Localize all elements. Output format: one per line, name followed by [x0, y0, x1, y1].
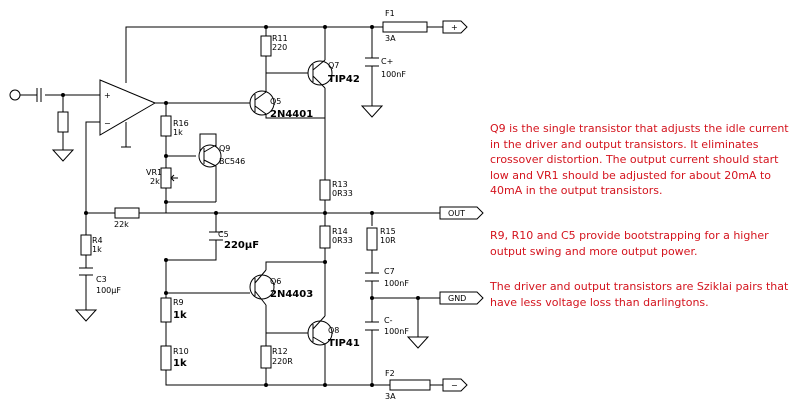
c7-name: C7: [384, 267, 395, 276]
c3-name: C3: [96, 275, 107, 284]
resistor-r4: R4 1k: [80, 234, 103, 256]
note-bootstrap: R9, R10 and C5 provide bootstrapping for…: [490, 229, 769, 258]
ground-symbol: [406, 336, 430, 349]
r11-value: 220: [272, 43, 287, 52]
q5-value: 2N4401: [270, 109, 313, 120]
q6-name: Q6: [270, 277, 281, 286]
transistor-q9: Q9 BC546: [198, 144, 245, 168]
r15-name: R15: [380, 227, 396, 236]
resistor-r10: R10 1k: [160, 345, 189, 371]
q5-name: Q5: [270, 97, 281, 106]
c5-value: 220µF: [224, 240, 259, 251]
r12-name: R12: [272, 347, 288, 356]
transistor-q7: Q7 TIP42: [307, 59, 360, 89]
terminal-negative: −: [442, 378, 468, 392]
vr1-name: VR1: [146, 168, 162, 177]
terminal-gnd-label: GND: [448, 294, 466, 303]
resistor-r13: R13 0R33: [319, 179, 353, 201]
terminal-out: OUT: [439, 206, 484, 220]
note-q9-bias: Q9 is the single transistor that adjusts…: [490, 122, 789, 197]
ground-symbol: [360, 105, 384, 118]
resistor-r15: R15 10R: [366, 227, 396, 251]
terminal-out-label: OUT: [448, 209, 465, 218]
transistor-q6: Q6 2N4403: [249, 269, 313, 306]
r11-name: R11: [272, 34, 288, 43]
transistor-q8: Q8 TIP41: [307, 315, 360, 349]
fuse-f1-name: F1: [385, 9, 395, 18]
fuse-f1: F1 3A: [382, 9, 443, 43]
c3-value: 100µF: [96, 286, 121, 295]
resistor-feedback: 22k: [114, 207, 140, 229]
ground-symbol: [51, 149, 75, 162]
fuse-f2: F2 3A: [385, 369, 443, 401]
transistor-q5: Q5 2N4401: [249, 90, 313, 120]
q7-name: Q7: [328, 61, 339, 70]
opamp-minus-label: −: [104, 119, 111, 128]
capacitor-c3: C3 100µF: [79, 267, 121, 295]
terminal-negative-label: −: [451, 381, 458, 390]
resistor-r11: R11 220: [260, 34, 288, 57]
q8-value: TIP41: [328, 338, 360, 349]
r14-name: R14: [332, 227, 348, 236]
q6-value: 2N4403: [270, 289, 313, 300]
r9-value: 1k: [173, 310, 187, 321]
q9-value: BC546: [219, 157, 245, 166]
input-terminal: [9, 89, 21, 101]
r9-name: R9: [173, 298, 184, 307]
capacitor-c7: C7 100nF: [365, 267, 409, 288]
resistor-r16: R16 1k: [160, 115, 189, 137]
note-sziklai: The driver and output transistors are Sz…: [490, 280, 789, 309]
input-resistor: [57, 111, 69, 133]
r4-name: R4: [92, 236, 103, 245]
cplus-name: C+: [381, 57, 393, 66]
r14-value: 0R33: [332, 236, 353, 245]
q9-name: Q9: [219, 144, 230, 153]
rfb-value: 22k: [114, 220, 129, 229]
r16-value: 1k: [173, 128, 183, 137]
capacitor-cplus: C+ 100nF: [365, 57, 406, 79]
q8-name: Q8: [328, 326, 339, 335]
resistor-r14: R14 0R33: [319, 225, 353, 249]
junctions: [61, 25, 420, 387]
ground-symbol: [74, 309, 98, 322]
vr1-value: 2k: [150, 177, 160, 186]
cplus-value: 100nF: [381, 70, 406, 79]
capacitor-cminus: C- 100nF: [365, 316, 409, 336]
capacitor-c5: C5 220µF: [209, 230, 259, 251]
fuse-f2-value: 3A: [385, 392, 396, 401]
cminus-value: 100nF: [384, 327, 409, 336]
terminal-gnd: GND: [439, 291, 484, 305]
c7-value: 100nF: [384, 279, 409, 288]
r13-value: 0R33: [332, 189, 353, 198]
terminal-positive: +: [442, 20, 468, 34]
cminus-name: C-: [384, 316, 393, 325]
opamp-plus-label: +: [104, 91, 111, 100]
q7-value: TIP42: [328, 74, 360, 85]
input-coupling-capacitor: [36, 88, 42, 102]
r12-value: 220R: [272, 357, 293, 366]
potentiometer-vr1: VR1 2k: [146, 167, 178, 189]
c5-name: C5: [218, 230, 229, 239]
opamp: + −: [99, 79, 157, 148]
r15-value: 10R: [380, 236, 396, 245]
resistor-r9: R9 1k: [160, 297, 187, 323]
resistor-r12: R12 220R: [260, 345, 293, 369]
r16-name: R16: [173, 119, 189, 128]
r10-value: 1k: [173, 358, 187, 369]
fuse-f1-value: 3A: [385, 34, 396, 43]
r4-value: 1k: [92, 245, 102, 254]
wires: [20, 26, 440, 386]
fuse-f2-name: F2: [385, 369, 395, 378]
r10-name: R10: [173, 347, 189, 356]
terminal-positive-label: +: [451, 23, 458, 32]
r13-name: R13: [332, 180, 348, 189]
